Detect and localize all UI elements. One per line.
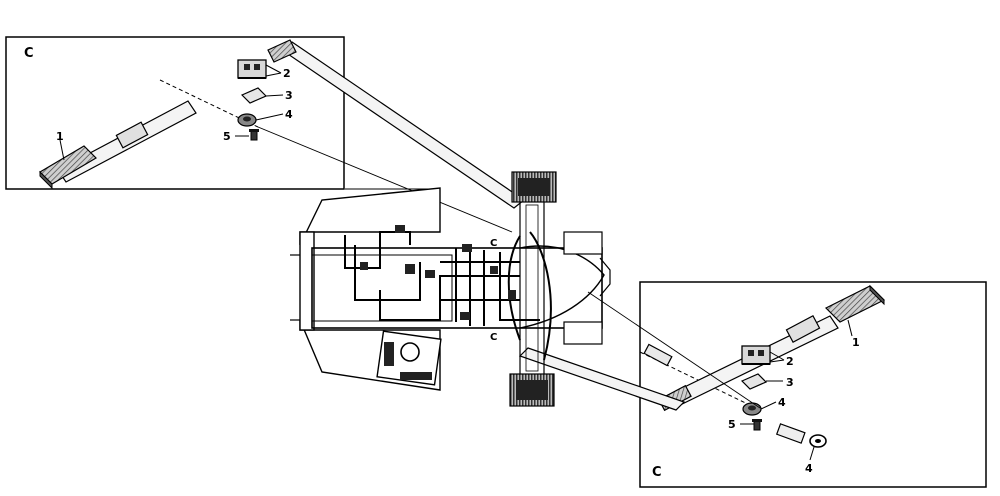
pump-assembly [376, 330, 442, 386]
bracket-right [741, 345, 771, 365]
leader-lines-left [59, 64, 284, 161]
wheel-bottom [509, 373, 555, 407]
callout-3-right: 3 [786, 376, 794, 389]
pedal-rod-lower [518, 347, 686, 411]
callout-5-right: 5 [728, 418, 736, 431]
pedal-arm-left [57, 100, 197, 183]
callout-2-left: 2 [283, 67, 291, 80]
pedal-pad-left [39, 145, 97, 190]
pedal-sleeve-left [115, 121, 149, 149]
callout-4b-right: 4 [805, 462, 813, 475]
pedal-pad-right [824, 284, 886, 323]
detail-label-right: C [652, 465, 662, 480]
callout-1-left: 1 [56, 130, 64, 143]
pedal-rod-upper [267, 39, 526, 209]
bolt-left [249, 129, 259, 141]
callout-4-left: 4 [285, 108, 293, 121]
pivot-tube-right [643, 343, 673, 367]
washer-right [740, 373, 768, 390]
wheel-top [511, 171, 557, 203]
detail-label-left: C [24, 46, 34, 61]
callout-4-right: 4 [778, 396, 786, 409]
clip-right [809, 434, 827, 448]
nut-left [237, 113, 257, 127]
callout-1-right: 1 [852, 336, 860, 349]
pedal-sleeve-right [785, 314, 821, 344]
detail-box-left: C [5, 36, 345, 190]
hydraulic-lines [344, 231, 552, 361]
detail-box-right: C [639, 281, 987, 488]
callout-3-left: 3 [285, 89, 293, 102]
hydraulic-fittings [360, 225, 516, 320]
callout-5-left: 5 [223, 130, 231, 143]
section-marker-top: C [490, 238, 497, 249]
leader-lines-right [740, 319, 853, 461]
machine-frame [311, 231, 611, 345]
callout-2-right: 2 [786, 355, 794, 368]
bolt-right [752, 419, 762, 431]
section-marker-bottom: C [490, 332, 497, 343]
machine-top-view: C C [267, 39, 686, 411]
bracket-left [237, 59, 267, 79]
nut-right [742, 402, 762, 416]
pin-right [775, 423, 806, 444]
washer-left [240, 87, 268, 104]
